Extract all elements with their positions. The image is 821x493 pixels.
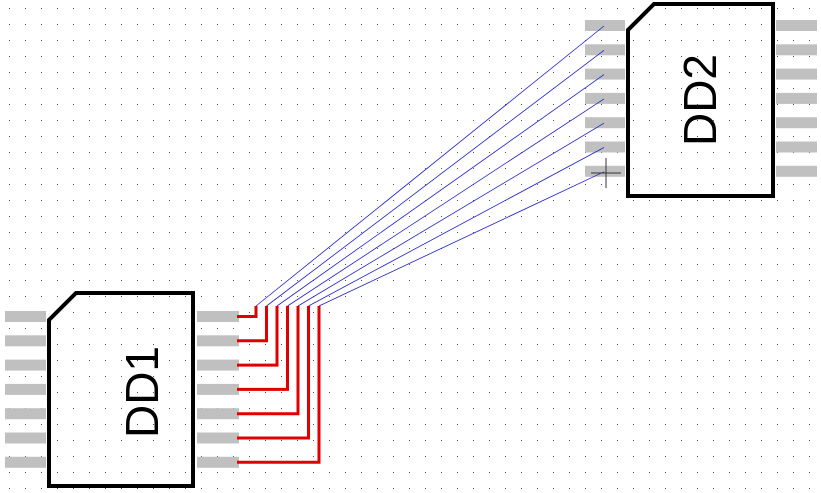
track-5 <box>237 306 300 416</box>
dd1-right-pad-3 <box>197 359 239 371</box>
track-3 <box>237 306 279 367</box>
component-dd1[interactable]: DD1 <box>5 291 239 488</box>
ratsnest-lines <box>255 25 605 307</box>
dd2-right-pad-6 <box>776 141 817 153</box>
dd1-left-pads <box>5 311 46 468</box>
dd2-left-pads <box>585 20 625 177</box>
dd1-left-pad-6 <box>5 432 46 444</box>
ratsnest-line-1 <box>255 25 605 307</box>
dd2-left-pad-2 <box>585 44 625 56</box>
dd2-right-pad-7 <box>776 165 817 177</box>
track-1 <box>237 306 258 318</box>
dd1-right-pad-7 <box>197 456 239 468</box>
dd2-left-pad-6 <box>585 141 625 153</box>
dd2-right-pad-1 <box>776 20 817 31</box>
dd1-right-pad-1 <box>197 311 239 322</box>
dd2-body-outline <box>626 2 775 198</box>
ratsnest-line-5 <box>297 122 605 307</box>
dd2-right-pads <box>776 20 817 177</box>
dd1-body-outline <box>47 291 195 488</box>
ratsnest-line-3 <box>276 74 605 307</box>
ratsnest-line-4 <box>287 98 605 307</box>
dd1-right-pads <box>197 311 239 468</box>
dd2-right-pad-4 <box>776 92 817 104</box>
dd1-left-pad-5 <box>5 408 46 420</box>
dd1-left-pad-1 <box>5 311 46 322</box>
dd1-right-pad-5 <box>197 408 239 420</box>
dd1-left-pad-4 <box>5 383 46 395</box>
dd1-ref-label: DD1 <box>116 346 168 438</box>
track-6 <box>237 306 310 440</box>
dd2-left-pad-4 <box>585 92 625 104</box>
copper-tracks[interactable] <box>237 306 321 464</box>
dd1-left-pad-3 <box>5 359 46 371</box>
dd2-left-pad-5 <box>585 117 625 129</box>
dd2-left-pad-1 <box>585 20 625 31</box>
dd1-right-pad-2 <box>197 335 239 347</box>
track-4 <box>237 306 289 391</box>
dd1-left-pad-2 <box>5 335 46 347</box>
dd2-right-pad-5 <box>776 117 817 129</box>
dd2-left-pad-7 <box>585 165 625 177</box>
dd2-ref-label: DD2 <box>674 54 726 146</box>
dd2-right-pad-2 <box>776 44 817 56</box>
track-2 <box>237 306 268 343</box>
crosshair-cursor-icon <box>591 158 621 188</box>
dd1-right-pad-6 <box>197 432 239 444</box>
dd2-left-pad-3 <box>585 68 625 80</box>
ratsnest-line-2 <box>266 49 605 307</box>
ratsnest-line-6 <box>308 147 605 307</box>
ratsnest-line-7 <box>318 171 605 307</box>
component-dd2[interactable]: DD2 <box>585 2 817 198</box>
dd1-left-pad-7 <box>5 456 46 468</box>
dd1-right-pad-4 <box>197 383 239 395</box>
dd2-right-pad-3 <box>776 68 817 80</box>
track-7 <box>237 306 321 464</box>
